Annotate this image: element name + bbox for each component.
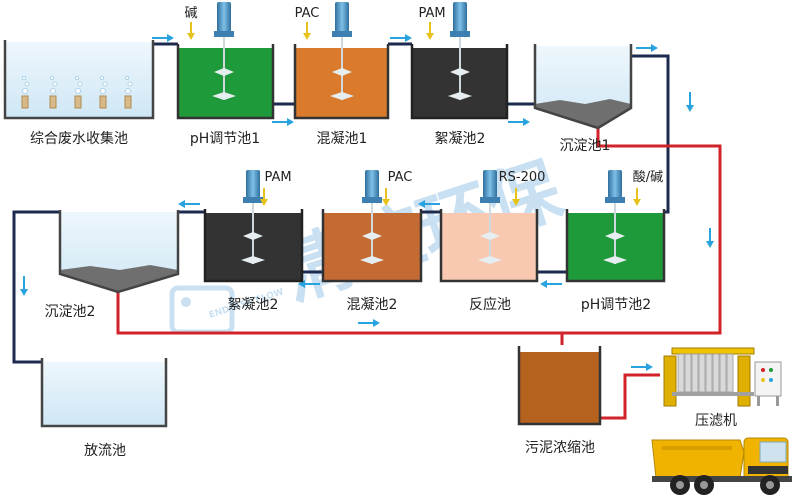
flow-arrows — [20, 34, 714, 371]
dose-label-coag1: PAC — [295, 6, 320, 21]
label-coag2: 混凝池2 — [347, 297, 398, 313]
flow-arrow-icon — [272, 118, 294, 126]
flow-arrow-icon — [636, 44, 658, 52]
watermark-logo-dot-icon — [181, 297, 191, 307]
tank-floc1 — [410, 2, 509, 120]
flow-arrow-icon — [152, 34, 174, 42]
label-thickener: 污泥浓缩池 — [525, 440, 595, 456]
pipe-sed1-ph2 — [631, 54, 670, 214]
dose-arrow-icon — [426, 22, 434, 40]
dose-label-react: RS-200 — [499, 170, 546, 185]
sludge-pipe-sed1 — [560, 128, 722, 345]
label-react: 反应池 — [469, 296, 511, 313]
aerator-icon — [21, 95, 132, 109]
flow-arrow-icon — [390, 34, 412, 42]
dose-arrows-row1 — [187, 22, 434, 40]
tank-collect — [3, 40, 155, 120]
mixer-motor-icon — [241, 170, 265, 264]
flow-arrow-icon — [706, 228, 714, 248]
sludge-layer — [535, 99, 631, 128]
dose-arrow-icon — [260, 188, 268, 206]
flow-arrow-icon — [540, 280, 562, 288]
tank-coag2 — [321, 170, 423, 283]
label-floc1: 絮凝池2 — [435, 130, 486, 147]
tank-floc2 — [203, 170, 304, 283]
pipe-sed2-discharge — [12, 210, 60, 364]
flow-arrow-icon — [358, 319, 380, 327]
mixer-motor-icon — [212, 2, 236, 100]
label-press: 压滤机 — [695, 413, 737, 429]
sludge-layer — [60, 265, 178, 292]
dose-arrows-row2 — [260, 188, 641, 206]
dose-arrow-icon — [512, 188, 520, 206]
mixer-motor-icon — [603, 170, 627, 264]
sludge-pipe-sed2 — [116, 292, 562, 335]
mixer-motor-icon — [360, 170, 384, 264]
dose-arrow-icon — [187, 22, 195, 40]
tank-thickener — [517, 346, 602, 426]
label-sed1: 沉淀池1 — [560, 138, 611, 154]
dump-truck-icon — [651, 437, 792, 495]
mixer-motor-icon — [448, 2, 472, 100]
sludge-pipe-press — [600, 373, 660, 420]
dose-arrow-icon — [303, 22, 311, 40]
dose-label-floc1: PAM — [418, 6, 445, 21]
label-ph1: pH调节池1 — [190, 131, 260, 147]
tank-sed2 — [58, 210, 180, 294]
label-sed2: 沉淀池2 — [45, 304, 96, 320]
dose-arrow-icon — [633, 188, 641, 206]
flow-arrow-icon — [178, 200, 200, 208]
dose-label-coag2: PAC — [388, 170, 413, 185]
pipes-red — [116, 128, 722, 420]
label-ph2: pH调节池2 — [581, 297, 651, 313]
bubbles-icon — [21, 76, 133, 94]
flow-arrow-icon — [20, 276, 28, 296]
flow-arrow-icon — [631, 363, 653, 371]
tank-ph1 — [176, 2, 275, 120]
label-coag1: 混凝池1 — [317, 131, 368, 147]
tank-discharge — [40, 358, 168, 428]
mixer-motor-icon — [478, 170, 502, 264]
dose-label-floc2: PAM — [264, 170, 291, 185]
flow-arrow-icon — [508, 118, 530, 126]
dose-label-ph2: 酸/碱 — [633, 170, 663, 185]
tank-ph2 — [565, 170, 666, 283]
dose-label-ph1: 碱 — [184, 6, 197, 21]
filter-press-icon — [663, 347, 782, 407]
pipes-dark — [12, 42, 670, 364]
label-collect: 综合废水收集池 — [30, 130, 128, 147]
mixer-motor-icon — [330, 2, 354, 100]
tank-sed1 — [533, 44, 633, 130]
dose-arrow-icon — [382, 188, 390, 206]
label-discharge: 放流池 — [84, 443, 126, 459]
flow-arrow-icon — [418, 200, 440, 208]
tank-coag1 — [293, 2, 390, 120]
flow-arrow-icon — [686, 92, 694, 112]
label-floc2: 絮凝池2 — [228, 296, 279, 313]
tank-react — [439, 170, 539, 283]
